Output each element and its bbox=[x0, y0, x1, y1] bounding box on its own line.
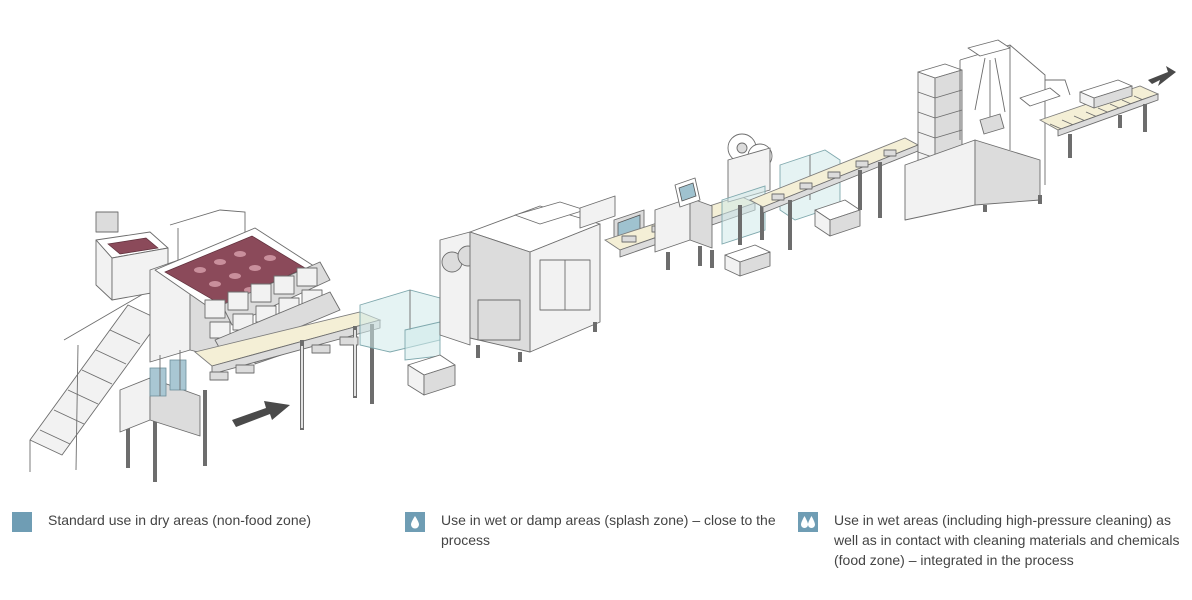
flow-direction-arrow bbox=[232, 401, 290, 427]
labeler bbox=[721, 133, 773, 245]
reject-bin bbox=[724, 244, 771, 277]
double-drop-icon bbox=[798, 512, 818, 532]
tray-sealer bbox=[439, 195, 616, 362]
waste-bin-2 bbox=[814, 199, 861, 237]
legend-item-food: Use in wet areas (including high-pressur… bbox=[798, 510, 1188, 570]
legend-item-dry: Standard use in dry areas (non-food zone… bbox=[12, 510, 372, 532]
checkweigher bbox=[654, 177, 714, 270]
tray-magazine bbox=[119, 350, 201, 437]
drop-icon bbox=[405, 512, 425, 532]
robot-cell bbox=[904, 39, 1071, 221]
legend-item-splash: Use in wet or damp areas (splash zone) –… bbox=[405, 510, 785, 550]
legend: Standard use in dry areas (non-food zone… bbox=[0, 510, 1192, 590]
exit-direction-arrow bbox=[1148, 66, 1176, 86]
square-icon bbox=[12, 512, 32, 532]
legend-text-dry: Standard use in dry areas (non-food zone… bbox=[48, 512, 312, 528]
splash-zone-enclosure bbox=[359, 289, 441, 361]
feed-hopper bbox=[95, 211, 169, 301]
waste-bin bbox=[407, 354, 456, 396]
access-stairs bbox=[29, 289, 161, 472]
packaging-line-diagram bbox=[29, 39, 1176, 482]
legend-text-splash: Use in wet or damp areas (splash zone) –… bbox=[441, 512, 776, 548]
roller-conveyor bbox=[1038, 79, 1160, 158]
legend-text-food: Use in wet areas (including high-pressur… bbox=[834, 512, 1180, 568]
